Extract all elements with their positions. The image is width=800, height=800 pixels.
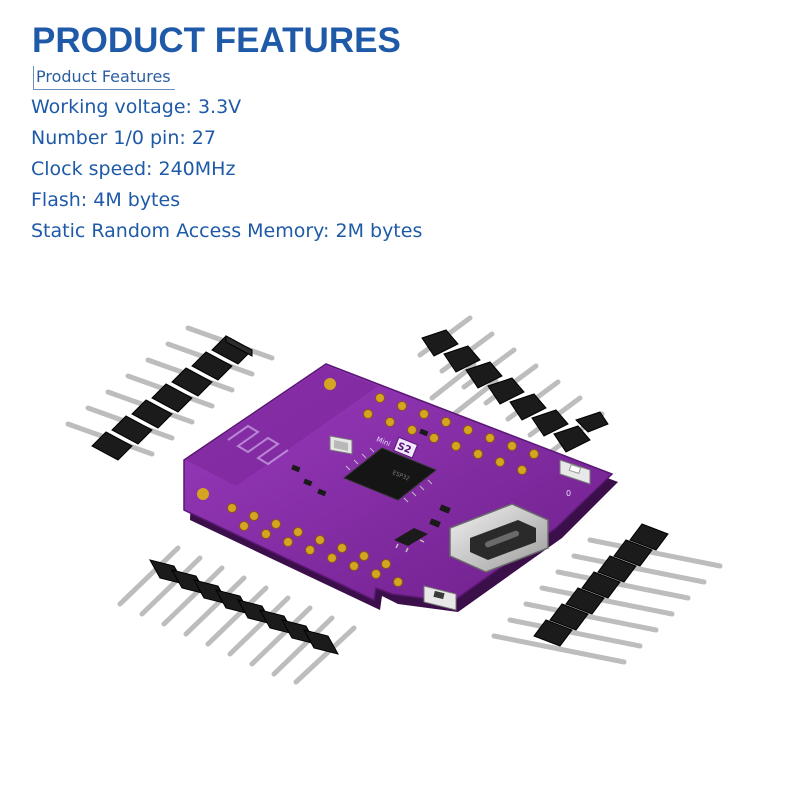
mounting-hole — [197, 488, 209, 500]
mounting-hole — [324, 378, 336, 390]
crystal-oscillator — [329, 435, 353, 455]
pin-header-bottom-right — [491, 523, 723, 665]
feature-item-sram: Static Random Access Memory: 2M bytes — [31, 220, 423, 242]
reset-button — [559, 459, 591, 485]
regulator-chip — [394, 528, 428, 553]
product-photo: ESP32 S2 Mini 0 — [65, 315, 723, 685]
subtitle: Product Features — [33, 66, 175, 90]
pin-header-bottom-left — [117, 545, 357, 685]
pad-row — [363, 393, 539, 475]
feature-item-clock: Clock speed: 240MHz — [31, 158, 236, 180]
usb-c-icon — [449, 503, 549, 573]
feature-list: Working voltage: 3.3V Number 1/0 pin: 27… — [31, 92, 422, 247]
pad-row — [227, 503, 403, 587]
boot-button — [423, 585, 457, 611]
port-mark-label: 0 — [566, 489, 571, 498]
page-title: PRODUCT FEATURES — [32, 21, 401, 60]
silkscreen-label: S2 Mini — [375, 435, 419, 459]
model-label: S2 — [396, 441, 413, 457]
feature-item-flash: Flash: 4M bytes — [31, 189, 181, 211]
feature-item-voltage: Working voltage: 3.3V — [31, 96, 242, 118]
feature-item-io-pins: Number 1/0 pin: 27 — [31, 127, 216, 149]
smd-components — [291, 428, 451, 528]
pin-header-top-left — [65, 325, 275, 461]
pin-header-top-right — [417, 315, 609, 454]
mcu-chip: ESP32 — [343, 447, 437, 503]
pcb-board: ESP32 S2 Mini 0 — [183, 363, 618, 612]
